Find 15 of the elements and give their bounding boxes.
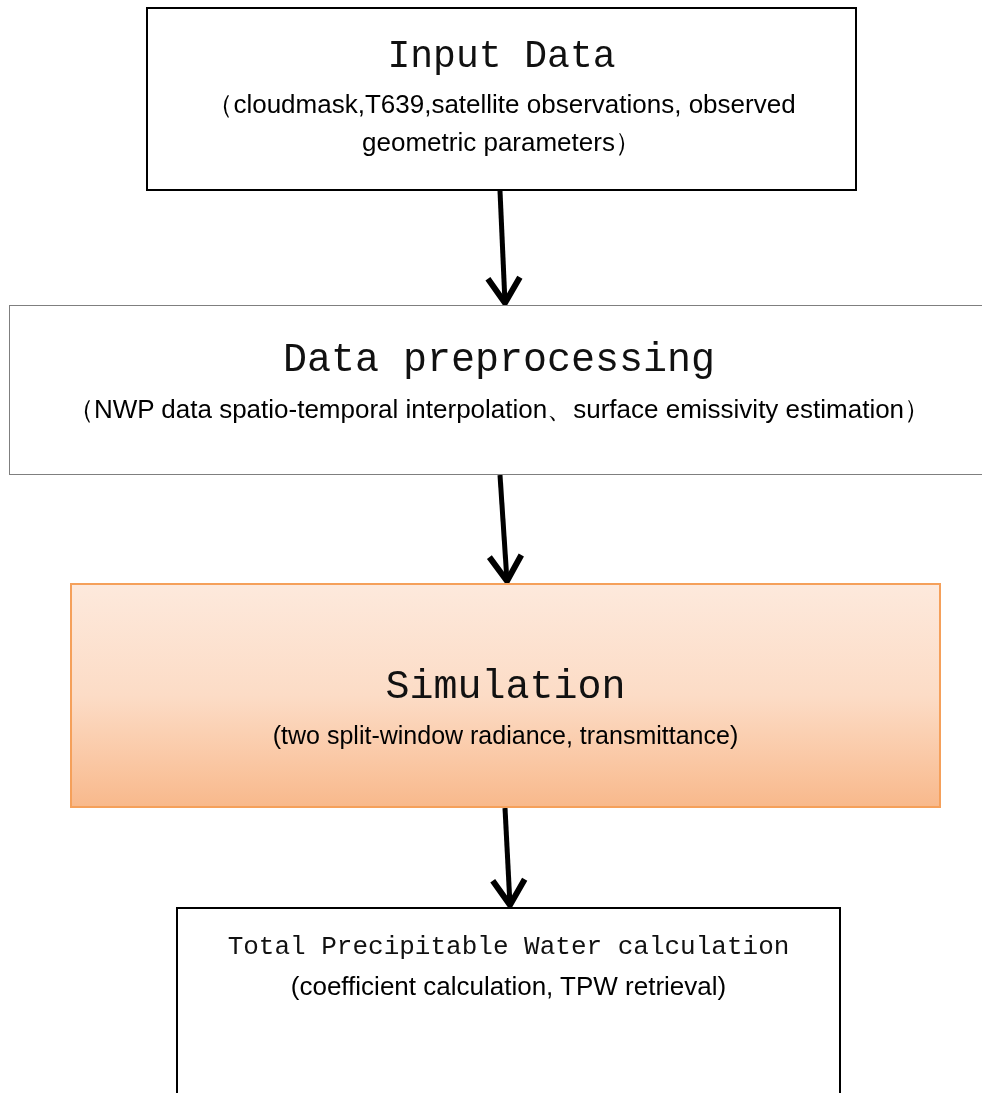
arrow [489, 807, 528, 908]
box-title: Total Precipitable Water calculation [227, 931, 790, 964]
process-box [146, 7, 857, 191]
box-description: (coefficient calculation, TPW retrieval) [290, 969, 727, 1003]
arrow [484, 190, 523, 306]
box-description: （cloudmask,T639,satellite observations, observed geometric parameters） [206, 87, 797, 159]
process-box [9, 305, 982, 475]
process-box [176, 907, 841, 1093]
box-title: Simulation [385, 664, 626, 712]
box-description: (two split-window radiance, transmittance) [272, 720, 739, 751]
box-title: Input Data [387, 34, 616, 80]
box-description: （NWP data spatio-temporal interpolation、surface emissivity estimation） [67, 393, 931, 426]
box-title: Data preprocessing [282, 337, 716, 385]
process-box [70, 583, 941, 808]
arrow [486, 474, 525, 584]
